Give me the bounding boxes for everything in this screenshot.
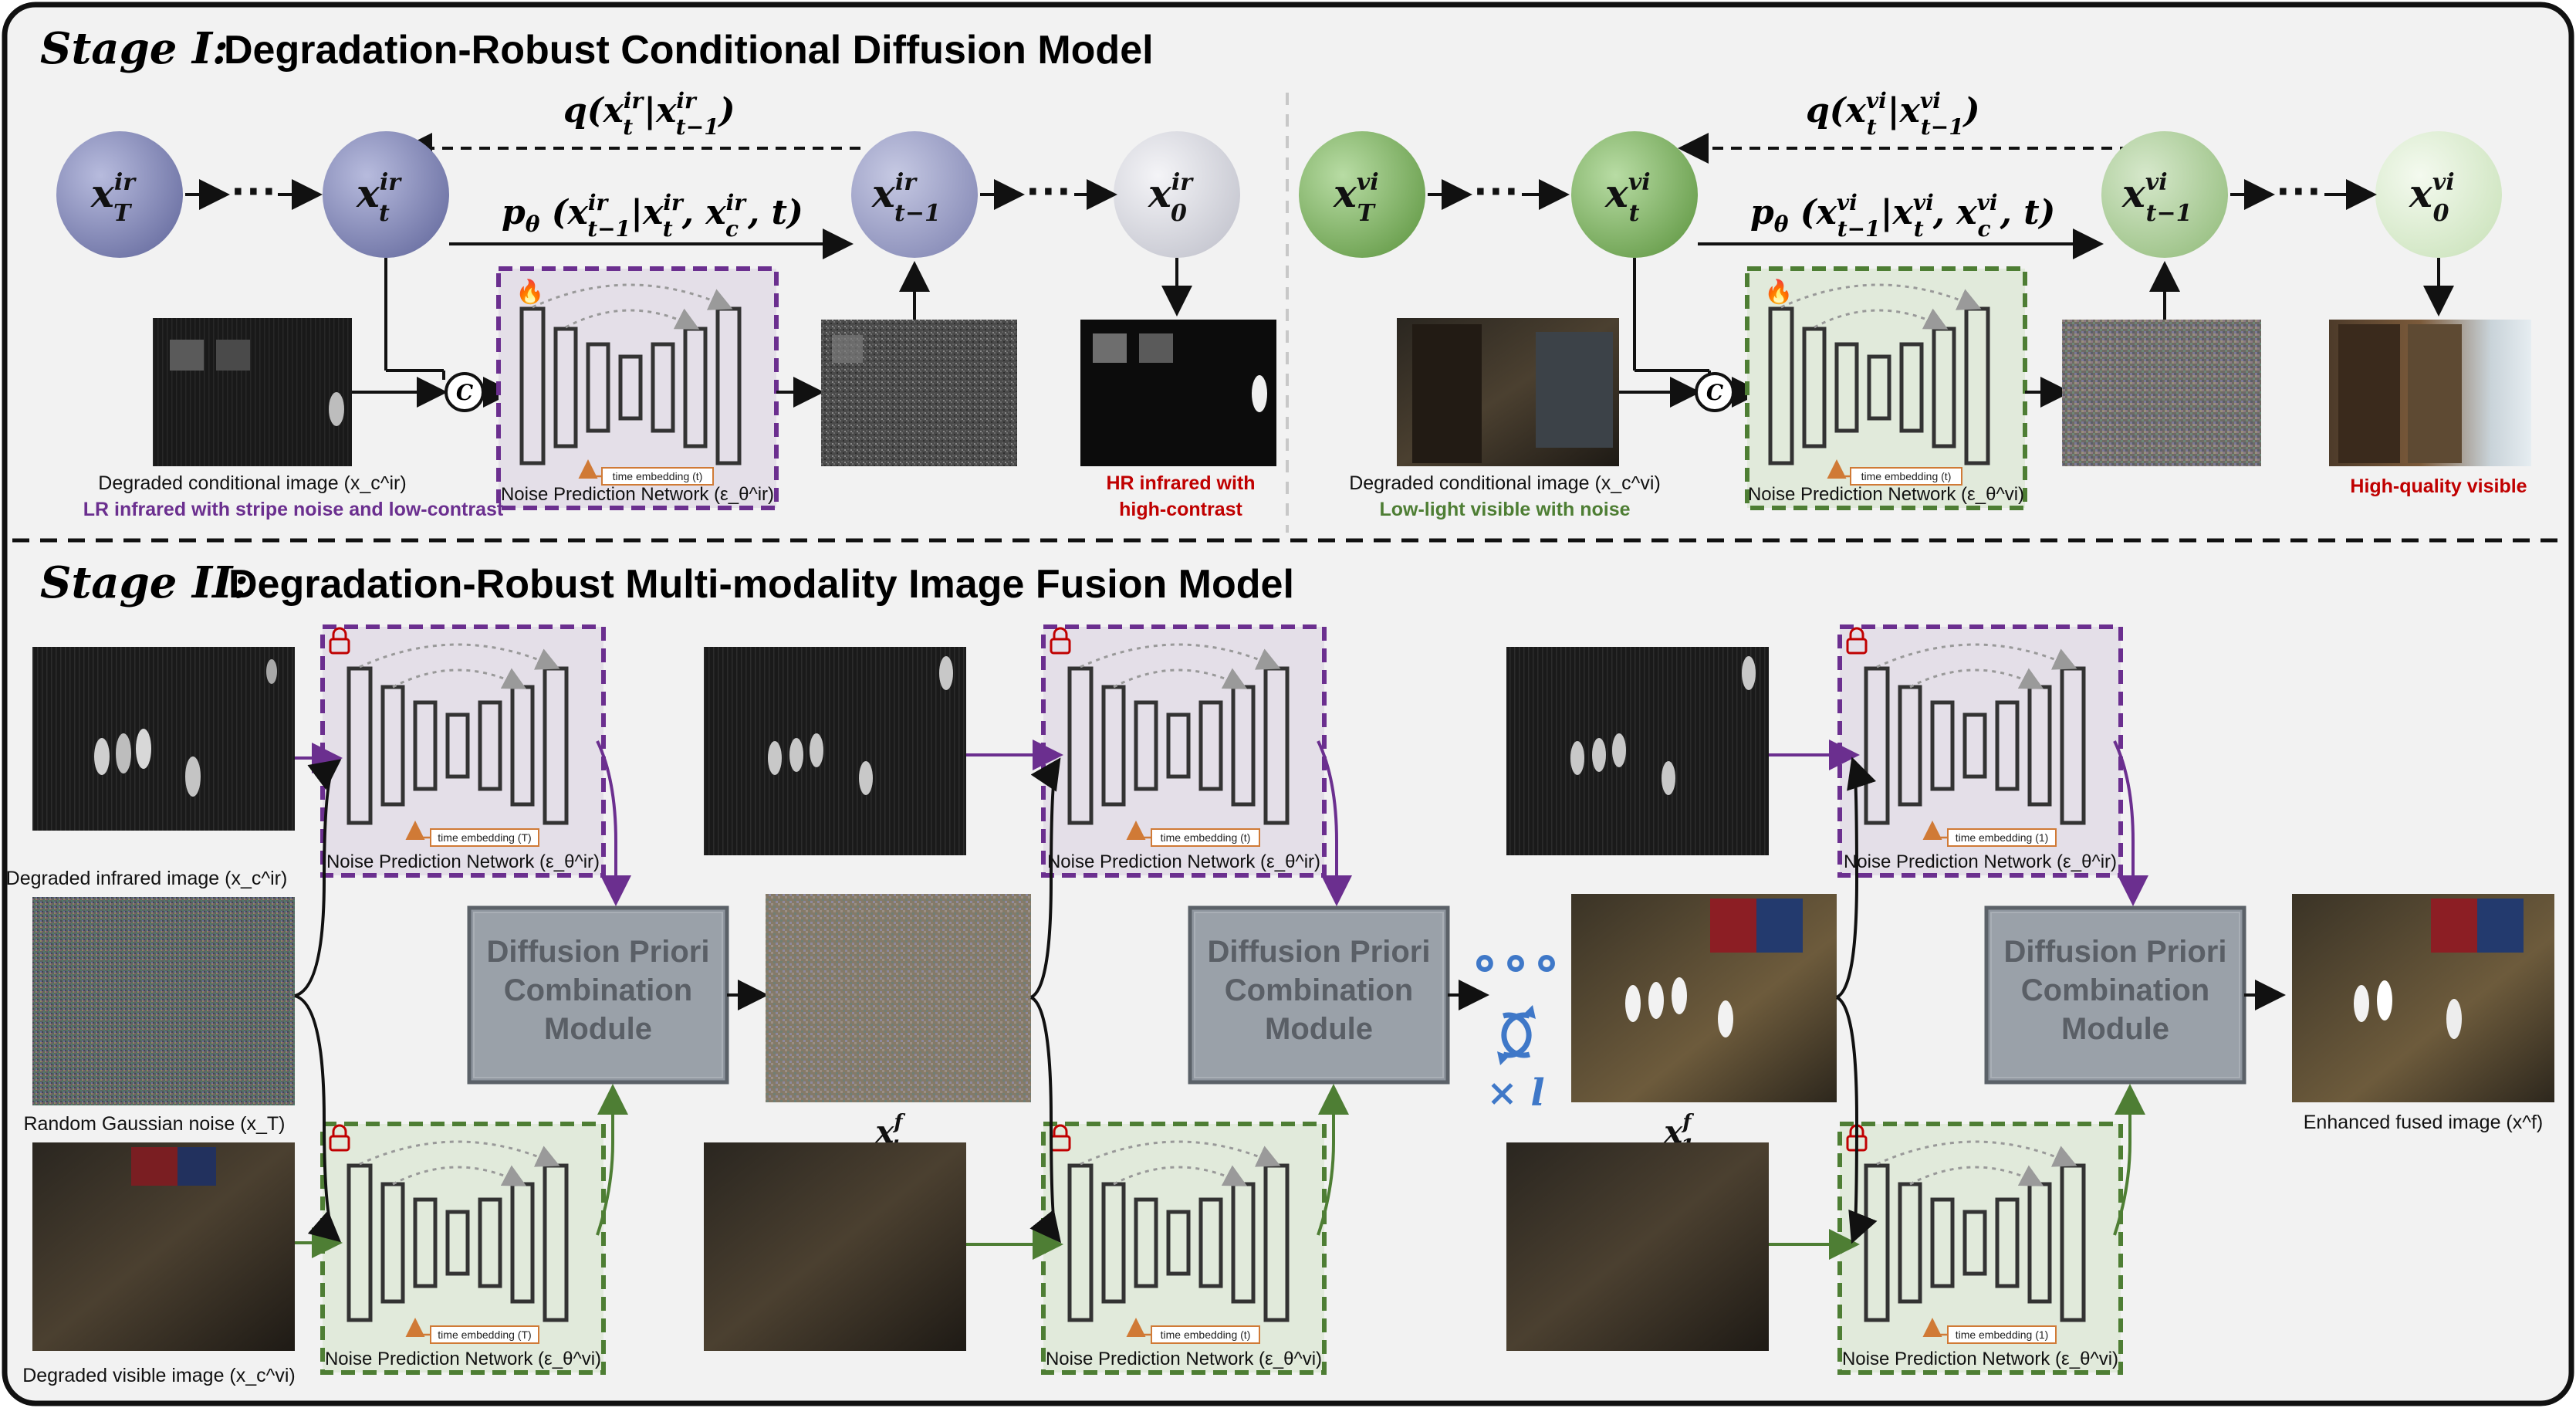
noise-input-caption: Random Gaussian noise (x_T) [23, 1113, 285, 1135]
svg-text:Module: Module [2061, 1012, 2169, 1046]
vi-cond-desc: Low-light visible with noise [1379, 499, 1630, 520]
ir-node-xT [56, 131, 183, 258]
svg-text:C: C [456, 380, 474, 405]
frozen-lock-icon [1846, 627, 1868, 655]
fused-intermediate-x1f: xf1 [1506, 647, 1878, 1351]
svg-text:time embedding (1): time embedding (1) [1956, 831, 2049, 844]
svg-text:Combination: Combination [504, 973, 692, 1007]
degraded-infrared-copy-2 [704, 647, 966, 855]
stage2-inputs: Degraded infrared image (x_c^ir) Random … [6, 647, 296, 1386]
vi-noise-prediction-network-1-caption: Noise Prediction Network (ε_θ^vi) [325, 1349, 601, 1369]
svg-text:time embedding (T): time embedding (T) [438, 1328, 531, 1341]
vi-net-caption: Noise Prediction Network (ε_θ^vi) [1748, 484, 2024, 505]
frozen-lock-icon [329, 627, 350, 655]
vi-noise-prediction-network-2: time embedding (t) Noise Prediction Netwo… [1041, 1122, 1327, 1375]
trainable-flame-icon: 🔥 [516, 278, 544, 305]
frozen-lock-icon [329, 1124, 350, 1152]
loop-dots: ∘∘∘ [1469, 934, 1562, 990]
stage2-label: Stage II: [40, 557, 248, 608]
ir-out-desc-1: HR infrared with [1106, 472, 1255, 494]
svg-text:time embedding (t): time embedding (t) [613, 470, 703, 482]
vi-noisy-image [2062, 320, 2261, 466]
ir-noise-prediction-network-1-caption: Noise Prediction Network (ε_θ^ir) [326, 851, 600, 872]
svg-text:time embedding (T): time embedding (T) [438, 831, 531, 844]
ir-node-xt [323, 131, 449, 258]
vi-noise-prediction-network-2-caption: Noise Prediction Network (ε_θ^vi) [1046, 1349, 1322, 1369]
svg-text:Diffusion Priori: Diffusion Priori [2004, 935, 2227, 969]
vi-out-desc: High-quality visible [2350, 476, 2527, 497]
col1-routing [294, 743, 343, 1258]
svg-text:···: ··· [232, 165, 278, 217]
ir-noise-prediction-network-2-caption: Noise Prediction Network (ε_θ^ir) [1047, 851, 1320, 872]
trainable-flame-icon: 🔥 [1764, 278, 1793, 305]
ir-noise-prediction-network-3-caption: Noise Prediction Network (ε_θ^ir) [1844, 851, 2117, 872]
vi-node-x0 [2375, 131, 2502, 258]
degraded-visible-copy-3 [1506, 1142, 1769, 1351]
vi-noise-prediction-network-1: time embedding (T) Noise Prediction Netwo… [320, 1122, 606, 1375]
vi-cond-caption: Degraded conditional image (x_c^vi) [1349, 472, 1661, 494]
ir-noise-prediction-network-1: time embedding (T) Noise Prediction Netwo… [320, 624, 606, 878]
vi-node-xt [1571, 131, 1698, 258]
ir-noise-prediction-network-2: time embedding (t) Noise Prediction Netwo… [1041, 624, 1327, 878]
loop-count-label: × l [1486, 1071, 1544, 1115]
svg-text:time embedding (t): time embedding (t) [1861, 470, 1952, 482]
fused-intermediate-xtf: xft [704, 647, 1063, 1351]
random-gaussian-noise-image [32, 897, 295, 1105]
ir-noise-prediction-network-3: time embedding (1) Noise Prediction Netwo… [1837, 624, 2123, 878]
svg-text:Combination: Combination [1225, 973, 1413, 1007]
stage1-label: Stage I: [40, 23, 228, 74]
final-output: Enhanced fused image (x^f) [2292, 894, 2554, 1133]
vi-noise-prediction-network-3-caption: Noise Prediction Network (ε_θ^vi) [1842, 1349, 2118, 1369]
ir-net-caption: Noise Prediction Network (ε_θ^ir) [501, 484, 774, 505]
svg-text:time embedding (t): time embedding (t) [1161, 831, 1251, 844]
degraded-visible-copy-2 [704, 1142, 966, 1351]
svg-text:C: C [1706, 380, 1724, 405]
loop-indicator: ∘∘∘ × l [1469, 934, 1562, 1115]
vi-noise-prediction-network-3: time embedding (1) Noise Prediction Netwo… [1837, 1122, 2123, 1375]
degraded-infrared-image [32, 647, 295, 831]
ir-node-x0 [1114, 131, 1240, 258]
degraded-infrared-copy-3 [1506, 647, 1769, 855]
ir-cond-caption: Degraded conditional image (x_c^ir) [98, 472, 406, 494]
ir-node-xt-1 [851, 131, 978, 258]
vi-node-xt-1 [2101, 131, 2228, 258]
svg-text:time embedding (t): time embedding (t) [1161, 1328, 1251, 1341]
svg-text:···: ··· [1026, 165, 1073, 217]
ir-cond-desc: LR infrared with stripe noise and low-co… [83, 499, 504, 520]
svg-text:Diffusion Priori: Diffusion Priori [487, 935, 710, 969]
svg-text:time embedding (1): time embedding (1) [1956, 1328, 2049, 1341]
svg-text:···: ··· [2277, 165, 2323, 217]
svg-text:Combination: Combination [2021, 973, 2209, 1007]
ir-input-caption: Degraded infrared image (x_c^ir) [6, 868, 288, 889]
stage2-columns: time embedding (T) Noise Prediction Netwo… [320, 624, 2286, 1375]
svg-text:Diffusion Priori: Diffusion Priori [1208, 935, 1431, 969]
fused-intermediate-xtf-image [766, 894, 1031, 1102]
final-caption: Enhanced fused image (x^f) [2304, 1112, 2544, 1133]
stage2-column-2: time embedding (t) Noise Prediction Netwo… [1041, 624, 1489, 1375]
ir-out-desc-2: high-contrast [1119, 499, 1242, 520]
svg-text:Module: Module [544, 1012, 652, 1046]
frozen-lock-icon [1050, 627, 1071, 655]
stage2-column-3: time embedding (1) Noise Prediction Netwo… [1837, 624, 2286, 1375]
svg-text:···: ··· [1474, 165, 1520, 217]
stage1-title: Degradation-Robust Conditional Diffusion… [224, 28, 1154, 73]
vi-input-caption: Degraded visible image (x_c^vi) [22, 1365, 296, 1386]
vi-node-xT [1299, 131, 1425, 258]
stage2-title: Degradation-Robust Multi-modality Image … [228, 562, 1294, 607]
svg-text:Module: Module [1265, 1012, 1373, 1046]
